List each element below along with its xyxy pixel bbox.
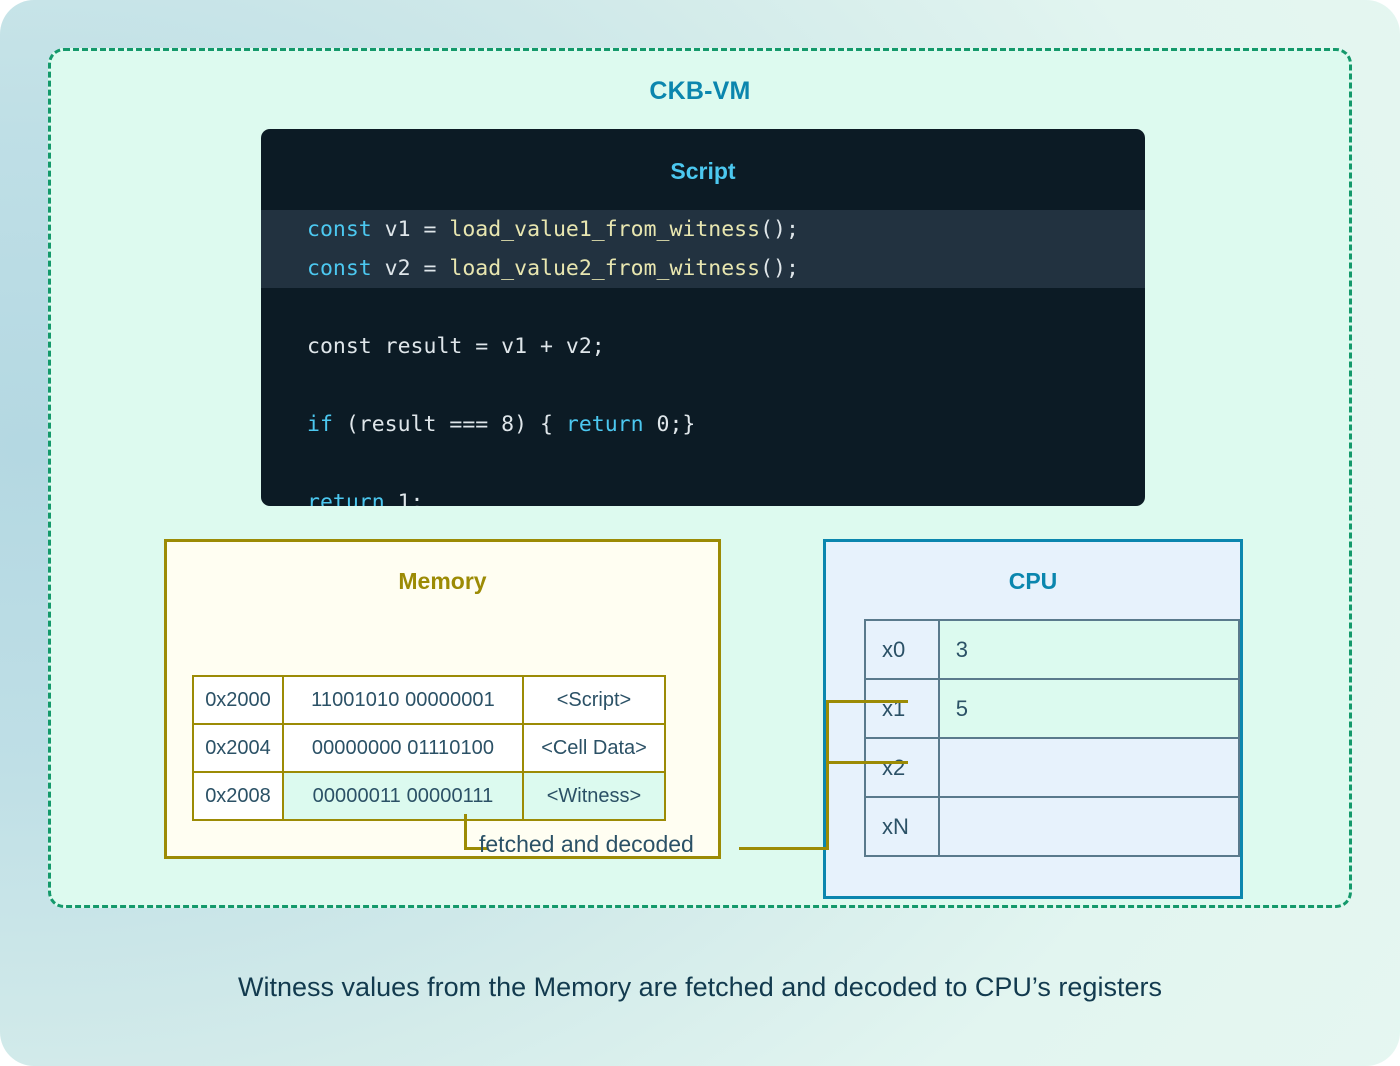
code-token: load_value1_from_witness <box>449 217 761 242</box>
memory-cell-address: 0x2004 <box>192 723 284 773</box>
code-token: return <box>565 412 644 437</box>
cpu-title: CPU <box>1008 568 1058 594</box>
code-token: (); <box>760 256 799 281</box>
connector-label-to-riser <box>739 847 829 850</box>
cpu-register-row: x2 <box>864 737 1241 798</box>
code-line: return 1; <box>307 483 1127 506</box>
cpu-register-name: x1 <box>864 678 940 739</box>
connector-to-register-x0 <box>826 700 908 703</box>
connector-memory-down <box>464 814 467 850</box>
code-token: const <box>307 256 372 281</box>
code-token: v1 = <box>371 217 450 242</box>
code-line <box>307 366 1127 405</box>
code-token: const <box>307 217 372 242</box>
code-line <box>307 288 1127 327</box>
code-line: const v2 = load_value2_from_witness(); <box>307 249 1127 288</box>
code-token: (); <box>760 217 799 242</box>
cpu-register-row: xN <box>864 796 1241 857</box>
memory-cell-bits: 00000011 00000111 <box>282 771 524 821</box>
cpu-register-name: x2 <box>864 737 940 798</box>
connector-to-register-x1 <box>826 761 908 764</box>
memory-cell-address: 0x2000 <box>192 675 284 725</box>
code-token: v2 = <box>371 256 450 281</box>
fetched-and-decoded-label: fetched and decoded <box>479 831 694 857</box>
memory-cell-address: 0x2008 <box>192 771 284 821</box>
cpu-register-value <box>937 737 1241 798</box>
connector-riser <box>826 700 829 850</box>
script-code-block: const v1 = load_value1_from_witness();co… <box>307 210 1127 506</box>
code-token: (result === 8) { <box>332 412 566 437</box>
code-line: const result = v1 + v2; <box>307 327 1127 366</box>
code-token: const result = v1 + v2; <box>307 334 605 359</box>
cpu-register-value: 5 <box>937 678 1241 739</box>
memory-cell-bits: 00000000 01110100 <box>282 723 524 773</box>
diagram-caption: Witness values from the Memory are fetch… <box>238 972 1162 1002</box>
ckb-vm-container: CKB-VM Script const v1 = load_value1_fro… <box>48 48 1352 908</box>
memory-cell-label: <Cell Data> <box>522 723 666 773</box>
script-title: Script <box>670 158 736 184</box>
memory-title: Memory <box>398 568 487 594</box>
code-token: return <box>307 490 385 506</box>
ckb-vm-title: CKB-VM <box>649 77 751 105</box>
cpu-register-name: x0 <box>864 619 940 680</box>
memory-cell-label: <Script> <box>522 675 666 725</box>
code-token: 1; <box>384 490 424 506</box>
code-token: 0;} <box>643 412 696 437</box>
code-line: const v1 = load_value1_from_witness(); <box>307 210 1127 249</box>
code-token: if <box>307 412 333 437</box>
memory-cell-bits: 11001010 00000001 <box>282 675 524 725</box>
cpu-register-name: xN <box>864 796 940 857</box>
code-token: load_value2_from_witness <box>449 256 761 281</box>
cpu-register-value: 3 <box>937 619 1241 680</box>
script-panel: Script const v1 = load_value1_from_witne… <box>261 129 1145 506</box>
memory-cell-label: <Witness> <box>522 771 666 821</box>
code-highlight-band <box>261 210 1145 288</box>
code-line <box>307 444 1127 483</box>
cpu-register-value <box>937 796 1241 857</box>
connector-memory-elbow <box>464 847 488 850</box>
code-line: if (result === 8) { return 0;} <box>307 405 1127 444</box>
